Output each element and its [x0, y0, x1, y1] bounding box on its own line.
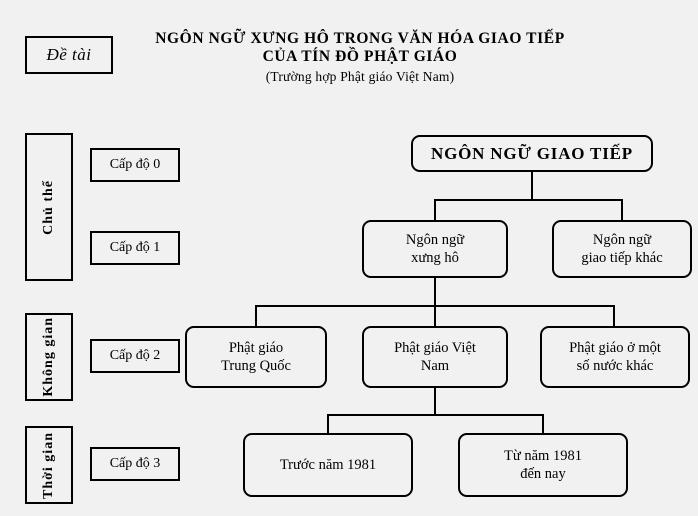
node-before-1981-label: Trước năm 1981: [279, 456, 377, 473]
level-tag-1: Cấp độ 1: [90, 231, 180, 265]
connector-pgvn-stem: [434, 388, 436, 415]
topic-tag-box: Đề tài: [25, 36, 113, 74]
level-tag-1-label: Cấp độ 1: [109, 240, 161, 255]
node-before-1981: Trước năm 1981: [243, 433, 413, 497]
connector-level1-drop-1: [434, 199, 436, 220]
title-line-2: CỦA TÍN ĐỒ PHẬT GIÁO: [262, 48, 458, 66]
connector-level2-drop-2: [434, 305, 436, 326]
node-root-label: NGÔN NGỮ GIAO TIẾP: [431, 143, 633, 163]
connector-level2-drop-1: [255, 305, 257, 326]
category-box-time: Thời gian: [25, 426, 73, 504]
level-tag-3-label: Cấp độ 3: [109, 456, 161, 471]
level-tag-2: Cấp độ 2: [90, 339, 180, 373]
connector-level1-drop-2: [621, 199, 623, 220]
category-box-subject: Chủ thể: [25, 133, 73, 281]
level-tag-0: Cấp độ 0: [90, 148, 180, 182]
level-tag-3: Cấp độ 3: [90, 447, 180, 481]
connector-level3-drop-1: [327, 414, 329, 434]
category-box-space: Không gian: [25, 313, 73, 401]
diagram-title: NGÔN NGỮ XƯNG HÔ TRONG VĂN HÓA GIAO TIẾP…: [150, 30, 570, 84]
category-label-subject: Chủ thể: [41, 179, 56, 235]
node-root-communication-language: NGÔN NGỮ GIAO TIẾP: [411, 135, 653, 172]
connector-xungho-stem: [434, 278, 436, 306]
connector-level2-drop-3: [613, 305, 615, 326]
connector-level3-bar: [327, 414, 543, 416]
title-line-3: (Trường hợp Phật giáo Việt Nam): [265, 68, 455, 84]
topic-tag-label: Đề tài: [46, 45, 92, 64]
connector-root-stem: [531, 172, 533, 200]
level-tag-0-label: Cấp độ 0: [109, 157, 161, 172]
category-label-time: Thời gian: [41, 431, 56, 499]
connector-level3-drop-2: [542, 414, 544, 434]
title-line-1: NGÔN NGỮ XƯNG HÔ TRONG VĂN HÓA GIAO TIẾP: [155, 30, 565, 47]
connector-level1-bar: [434, 199, 623, 201]
category-label-space: Không gian: [41, 317, 56, 397]
level-tag-2-label: Cấp độ 2: [109, 348, 161, 363]
